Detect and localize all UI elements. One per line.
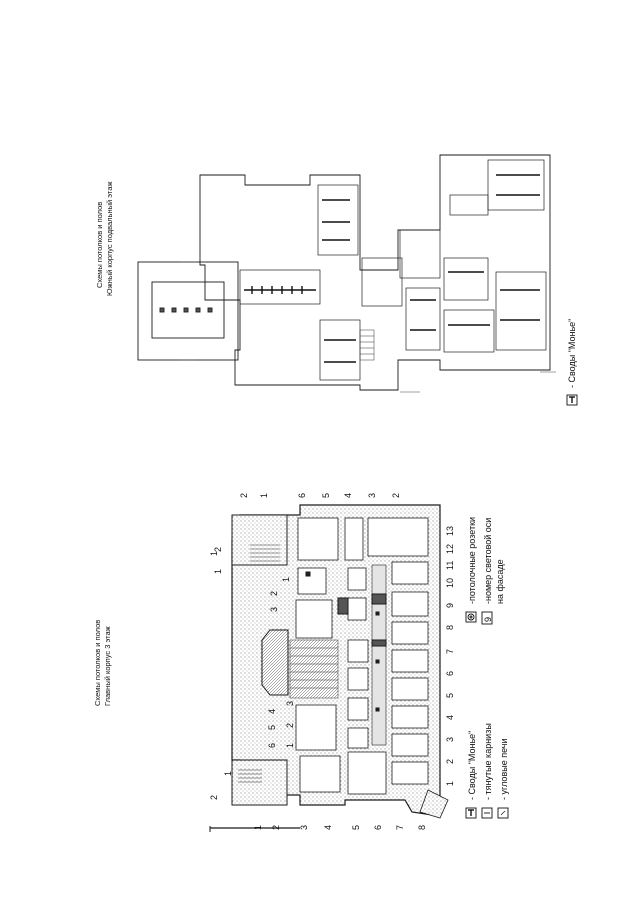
- axis-label: 7: [395, 824, 405, 830]
- corridor: [371, 564, 387, 746]
- axis-label: 2: [285, 722, 295, 728]
- legend-axis-icon: [481, 611, 493, 625]
- axis-label: 1: [259, 492, 269, 498]
- south-stair: [359, 329, 375, 361]
- axis-label: 8: [417, 824, 427, 830]
- legend-cornice-icon: [481, 807, 493, 819]
- axis-label: 3: [285, 700, 295, 706]
- axis-label: 10: [445, 577, 455, 588]
- lower-stair-treads: [238, 769, 262, 783]
- axis-label: 3: [299, 824, 309, 830]
- axis-label: 4: [343, 492, 353, 498]
- axis-label: 5: [445, 692, 455, 698]
- axis-label: 3: [445, 736, 455, 742]
- axis-label: 2: [391, 492, 401, 498]
- corridor-marks: [337, 593, 387, 647]
- legend-south-vaults-label: - Своды "Монье": [567, 318, 577, 388]
- central-stair-grid: [289, 639, 339, 699]
- legend-axis-line2: на фасаде: [495, 559, 505, 604]
- room-grid: [295, 517, 429, 795]
- axis-label: 6: [297, 492, 307, 498]
- legend-axis-sample: 9: [483, 616, 493, 622]
- lower-stair-block: [231, 759, 288, 806]
- legend-rosette-icon: [465, 611, 477, 623]
- axis-label: 2: [445, 758, 455, 764]
- dimension-ticks: [180, 261, 556, 393]
- south-left-piers: [159, 307, 213, 313]
- axis-label: 4: [267, 708, 277, 714]
- axis-label: 1: [445, 780, 455, 786]
- axis-label: 1: [253, 824, 263, 830]
- upper-stair-treads: [250, 544, 280, 562]
- legend-cornices-label: - тянутые карнизы: [483, 723, 493, 800]
- axis-label: 1: [285, 742, 295, 748]
- south-title-line2: Южный корпус подвальный этаж: [105, 181, 114, 296]
- axis-label: 4: [323, 824, 333, 830]
- axis-label: 2: [239, 492, 249, 498]
- axis-label: 5: [351, 824, 361, 830]
- main-title-line2: Главный корпус 3 этаж: [103, 626, 112, 706]
- axis-label: 6: [267, 742, 277, 748]
- axis-label: 1: [281, 576, 291, 582]
- axis-label: 8: [445, 624, 455, 630]
- axis-label: 2: [271, 824, 281, 830]
- axis-label: 11: [445, 560, 455, 570]
- axis-label: 2: [213, 546, 223, 552]
- south-building-plan: [137, 154, 556, 393]
- south-title-line1: Схемы потолков и полов: [95, 201, 104, 288]
- axis-label: 12: [445, 543, 455, 554]
- legend-symbols: [465, 394, 578, 819]
- stove-markers: [305, 571, 380, 712]
- axis-label: 6: [373, 824, 383, 830]
- axis-label: 5: [267, 724, 277, 730]
- central-bay: [261, 629, 289, 696]
- axis-label: 2: [209, 794, 219, 800]
- legend-south-vault-icon: [566, 394, 578, 406]
- axis-label: 1: [223, 770, 233, 776]
- axis-label: 1: [213, 568, 223, 574]
- axis-label: 4: [445, 714, 455, 720]
- axis-label: 7: [445, 648, 455, 654]
- south-left-wing-court: [151, 281, 225, 339]
- axis-label: 5: [321, 492, 331, 498]
- legend-stoves-label: - угловые печи: [499, 738, 509, 801]
- upper-stair-block: [231, 514, 288, 566]
- corner-bastion: [419, 789, 449, 819]
- axis-label: 3: [367, 492, 377, 498]
- facade-rooms: [391, 561, 429, 785]
- axis-label: 6: [445, 670, 455, 676]
- legend-stove-icon: [497, 807, 509, 819]
- main-title-line1: Схемы потолков и полов: [93, 619, 102, 706]
- monier-vault-markers: [244, 174, 540, 363]
- axis-label: 2: [269, 590, 279, 596]
- south-building-outline: [199, 154, 551, 391]
- legend-vault-icon: [465, 807, 477, 819]
- axis-label: 3: [269, 606, 279, 612]
- legend-rosettes-label: -потолочные розетки: [467, 516, 477, 604]
- axis-label: 9: [445, 602, 455, 608]
- axis-label: 13: [445, 525, 455, 536]
- legend-vaults-label: - Своды "Монье": [467, 730, 477, 800]
- south-rooms: [239, 159, 547, 381]
- main-building-plan: [209, 504, 449, 832]
- legend-axis-line1: -номер световой оси: [483, 517, 493, 604]
